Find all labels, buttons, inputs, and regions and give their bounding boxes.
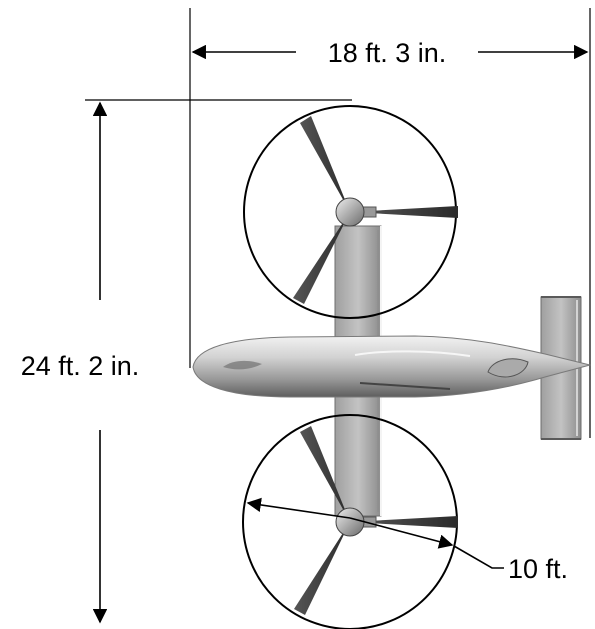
length-label: 18 ft. 3 in. [328,38,447,68]
upper-rotor-blade-top [300,116,350,212]
upper-rotor [243,105,458,319]
span-label: 24 ft. 2 in. [21,351,140,381]
fuselage [192,335,591,398]
lower-rotor-hub [335,507,365,537]
lower-rotor [242,414,458,629]
rotor-diameter-arrow-right [349,517,454,549]
upper-rotor-blade-right [350,206,458,218]
rotor-diameter-label: 10 ft. [508,554,568,584]
lower-rotor-blade-top [300,426,350,522]
rotor-diameter-arrow-left [246,497,351,519]
upper-rotor-blade-bottom [293,212,350,304]
lower-rotor-blade-right [350,516,458,528]
lower-rotor-blade-bottom [294,522,350,615]
upper-rotor-hub [335,197,365,227]
rotor-diameter-leader [453,545,504,569]
